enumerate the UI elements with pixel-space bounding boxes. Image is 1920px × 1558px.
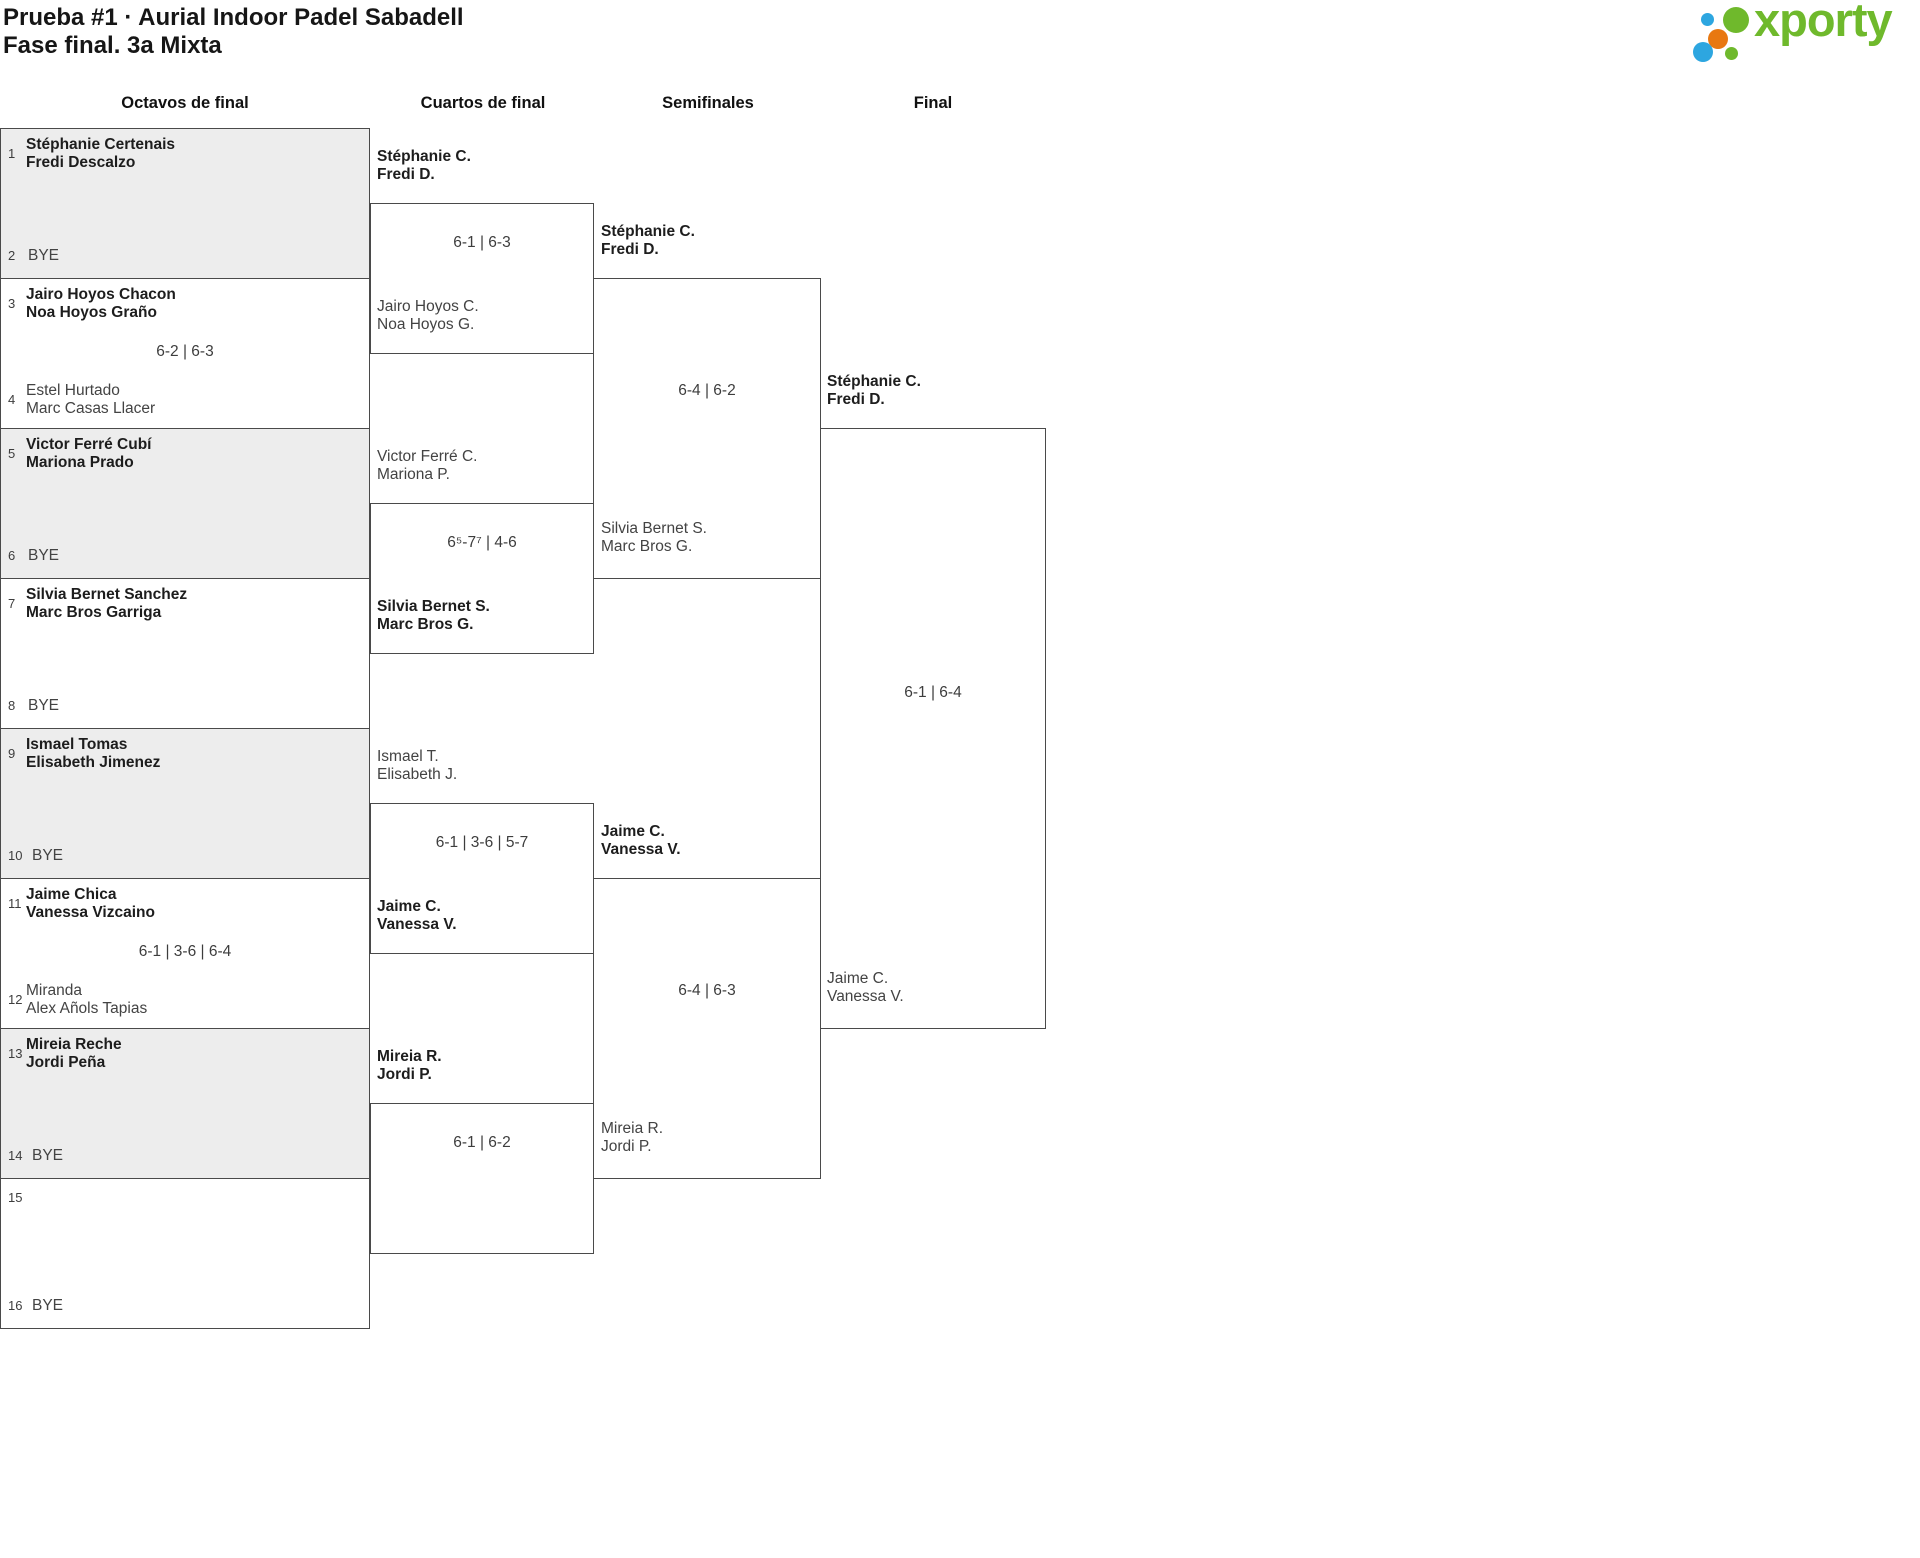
logo-wordmark: xporty	[1754, 0, 1893, 46]
logo-dot-orange	[1708, 29, 1728, 49]
match-score: 6-1 | 3-6 | 6-4	[138, 943, 232, 960]
seed-number: 12	[8, 992, 23, 1007]
team-name: Victor Ferré C.Mariona P.	[377, 448, 478, 483]
match-score: 6⁵-7⁷ | 4-6	[447, 534, 517, 551]
team-name: Jaime C.Vanessa V.	[601, 823, 681, 858]
seed-number: 9	[8, 746, 16, 761]
team-name: Jaime C.Vanessa V.	[377, 898, 457, 933]
qf-match-4: 6-1 | 6-2	[370, 1103, 594, 1254]
seed-number: 7	[8, 596, 16, 611]
match-score: 6-1 | 6-2	[453, 1134, 511, 1151]
logo-dot-blue-small	[1701, 13, 1714, 26]
page-title: Prueba #1 · Aurial Indoor Padel Sabadell…	[3, 4, 464, 60]
seed-number: 3	[8, 296, 16, 311]
seed-number: 15	[8, 1190, 23, 1205]
seed-number: 16	[8, 1298, 23, 1313]
bye-label: BYE	[28, 247, 60, 264]
seed-number: 11	[8, 896, 22, 911]
bye-label: BYE	[28, 547, 60, 564]
round-header-octavos: Octavos de final	[121, 94, 249, 112]
team-name: Silvia Bernet S.Marc Bros G.	[601, 520, 707, 555]
team-name: Ismael T.Elisabeth J.	[377, 748, 458, 783]
final-match: 6-1 | 6-4	[820, 428, 1046, 1029]
seed-number: 10	[8, 848, 23, 863]
xporty-logo[interactable]: xporty	[1690, 0, 1915, 75]
logo-dot-green-large	[1723, 7, 1749, 33]
logo-dot-green-small	[1725, 47, 1738, 60]
round-header-cuartos: Cuartos de final	[420, 94, 546, 112]
bye-label: BYE	[32, 847, 64, 864]
seed-number: 8	[8, 698, 16, 713]
match-score: 6-4 | 6-3	[678, 982, 736, 999]
seed-number: 1	[8, 146, 16, 161]
round-header-final: Final	[913, 94, 953, 112]
seed-number: 2	[8, 248, 16, 263]
match-score: 6-4 | 6-2	[678, 382, 736, 399]
team-name: Stéphanie C.Fredi D.	[377, 148, 471, 183]
team-name: Jaime C.Vanessa V.	[827, 970, 904, 1005]
team-name: Silvia Bernet S.Marc Bros G.	[377, 598, 490, 633]
match-score: 6-1 | 3-6 | 5-7	[435, 834, 529, 851]
match-score: 6-1 | 6-4	[904, 684, 962, 701]
r16-match-8: 15 16 BYE	[0, 1178, 370, 1329]
team-name: Mireia R.Jordi P.	[601, 1120, 664, 1155]
team-name: Mireia R.Jordi P.	[377, 1048, 442, 1083]
logo-dot-blue-large	[1693, 42, 1713, 62]
match-score: 6-2 | 6-3	[156, 343, 214, 360]
seed-number: 4	[8, 392, 16, 407]
seed-number: 5	[8, 446, 16, 461]
round-header-semifinales: Semifinales	[662, 94, 754, 112]
team-name: Stéphanie C.Fredi D.	[601, 223, 695, 258]
bye-label: BYE	[28, 697, 60, 714]
team-name: Stéphanie C.Fredi D.	[827, 373, 921, 408]
tournament-title: Prueba #1 · Aurial Indoor Padel Sabadell	[3, 4, 464, 31]
bye-label: BYE	[32, 1297, 64, 1314]
team-name: Jairo Hoyos C.Noa Hoyos G.	[377, 298, 479, 333]
bye-label: BYE	[32, 1147, 64, 1164]
seed-number: 14	[8, 1148, 23, 1163]
phase-subtitle: Fase final. 3a Mixta	[3, 32, 222, 59]
seed-number: 6	[8, 548, 16, 563]
seed-number: 13	[8, 1046, 23, 1061]
match-score: 6-1 | 6-3	[453, 234, 511, 251]
